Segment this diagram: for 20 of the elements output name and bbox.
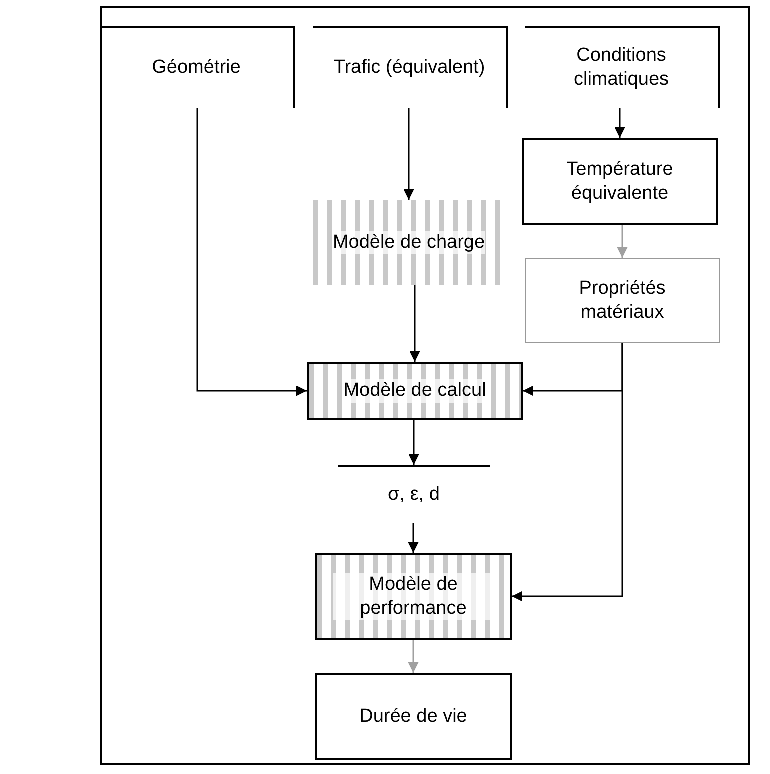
arrow [408,420,420,465]
arrow [512,343,624,602]
node-label: Trafic (équivalent) [334,56,486,80]
input-box [313,26,508,108]
arrow [408,640,419,673]
process-box [522,138,718,225]
arrow [404,108,414,200]
node-label: Modèle de charge [332,230,486,254]
process-box [315,673,512,760]
input-box [100,26,295,108]
arrow [617,225,628,258]
arrow [408,523,419,553]
model-box [307,362,523,420]
arrow [196,108,307,396]
arrow [614,108,626,138]
model-box [315,553,512,640]
input-box [525,26,720,108]
node-label: Modèle de calcul [344,379,486,403]
process-box [525,258,720,343]
arrow [410,285,420,362]
